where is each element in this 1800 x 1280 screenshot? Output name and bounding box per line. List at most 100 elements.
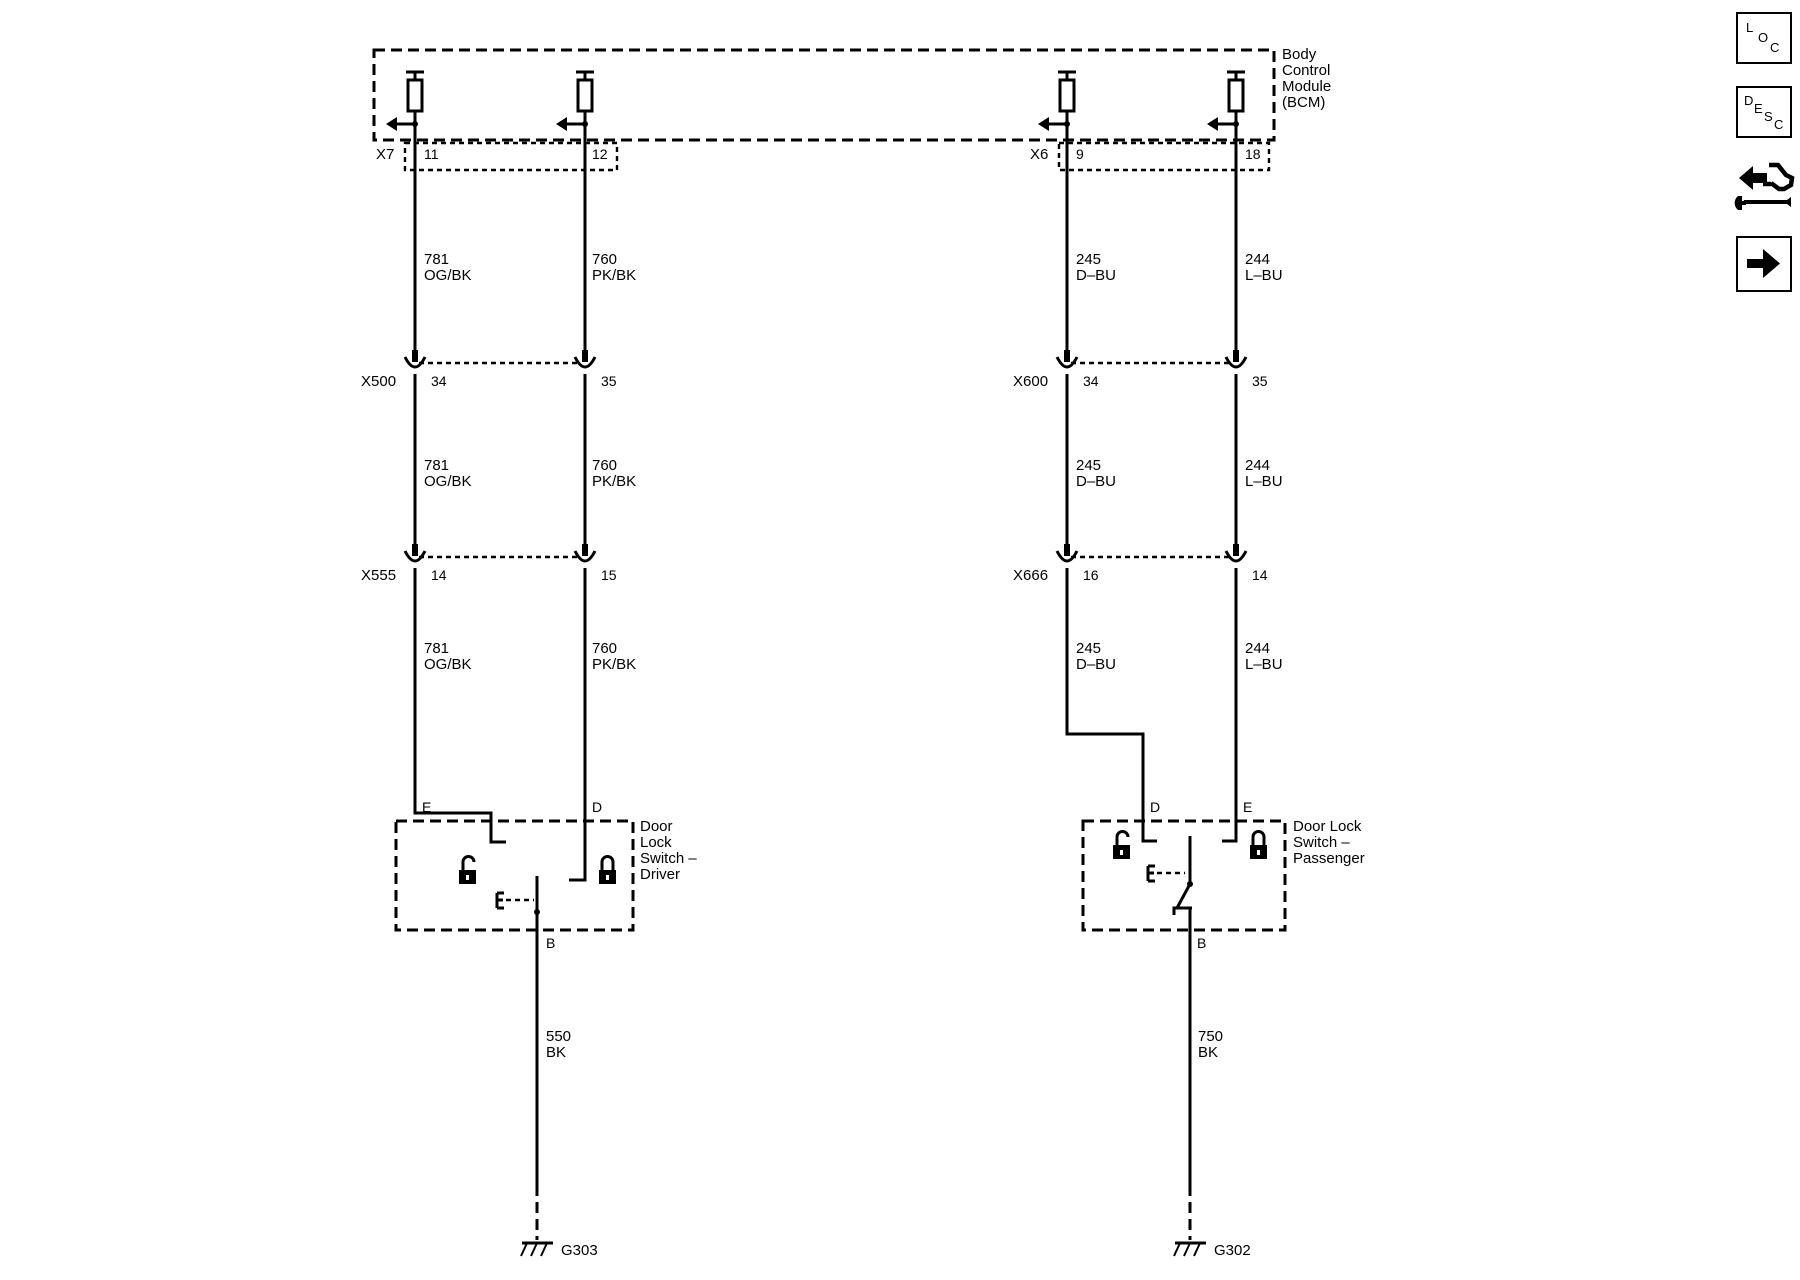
svg-text:OG/BK: OG/BK (424, 267, 472, 284)
svg-text:Switch –: Switch – (1293, 834, 1350, 851)
svg-text:PK/BK: PK/BK (592, 473, 636, 490)
driver-switch-actuator (495, 876, 540, 915)
svg-text:781: 781 (424, 457, 449, 474)
desc-letter-d: D (1744, 93, 1754, 108)
svg-text:Door: Door (640, 818, 673, 835)
svg-text:760: 760 (592, 640, 617, 657)
svg-text:D–BU: D–BU (1076, 656, 1116, 673)
desc-letter-s: S (1764, 109, 1773, 124)
next-page-button[interactable] (1736, 236, 1792, 292)
svg-text:L–BU: L–BU (1245, 656, 1283, 673)
svg-text:760: 760 (592, 251, 617, 268)
bcm-input-symbol-1 (386, 70, 424, 140)
passenger-switch-actuator (1146, 836, 1193, 915)
svg-text:750: 750 (1198, 1028, 1223, 1045)
wire-244-l-bu (1222, 140, 1238, 843)
bcm-pin-12: 12 (592, 146, 608, 162)
ground-g303-icon (520, 1241, 553, 1257)
svg-text:245: 245 (1076, 640, 1101, 657)
wire-760-pk-bk (569, 140, 587, 882)
description-button[interactable]: D E S C (1736, 86, 1792, 138)
connector-x500-label: X500 (361, 373, 396, 390)
inline-connector-x500 (403, 350, 597, 369)
svg-text:Body: Body (1282, 46, 1317, 63)
svg-text:Switch –: Switch – (640, 850, 697, 867)
desc-letter-c: C (1774, 117, 1784, 132)
svg-text:Lock: Lock (640, 834, 672, 851)
driver-switch-pin-e: E (422, 799, 431, 815)
unlock-icon (459, 855, 476, 884)
lock-icon (599, 855, 616, 884)
passenger-switch-pin-e: E (1243, 799, 1252, 815)
connector-x666-label: X666 (1013, 567, 1048, 584)
inline-connector-x555 (403, 544, 597, 563)
desc-letter-e: E (1754, 101, 1763, 116)
svg-text:Control: Control (1282, 62, 1330, 79)
bcm-module-box (372, 48, 1276, 142)
svg-text:781: 781 (424, 251, 449, 268)
loc-letter-l: L (1746, 20, 1754, 35)
lock-icon (1250, 830, 1267, 859)
driver-switch-label: Door Lock Switch – Driver (640, 818, 697, 883)
svg-text:PK/BK: PK/BK (592, 267, 636, 284)
svg-text:PK/BK: PK/BK (592, 656, 636, 673)
bcm-connector-x7-box (403, 141, 619, 172)
inline-connector-x666 (1055, 544, 1248, 563)
passenger-switch-box (1081, 819, 1287, 932)
svg-text:Module: Module (1282, 78, 1331, 95)
bcm-input-symbol-3 (1038, 70, 1076, 140)
connector-x600-pin-34: 34 (1083, 373, 1099, 389)
svg-text:L–BU: L–BU (1245, 473, 1283, 490)
ground-g302-label: G302 (1214, 1242, 1251, 1259)
connector-repair-button[interactable] (1733, 156, 1795, 218)
connector-x555-pin-15: 15 (601, 567, 617, 583)
driver-switch-box (394, 819, 635, 932)
svg-text:D–BU: D–BU (1076, 267, 1116, 284)
passenger-switch-pin-b: B (1197, 935, 1206, 951)
passenger-switch-label: Door Lock Switch – Passenger (1293, 818, 1365, 867)
driver-switch-pin-b: B (546, 935, 555, 951)
svg-text:244: 244 (1245, 457, 1270, 474)
connector-x500-pin-35: 35 (601, 373, 617, 389)
driver-switch-pin-d: D (592, 799, 602, 815)
location-button[interactable]: L O C (1736, 12, 1792, 64)
connector-x555-label: X555 (361, 567, 396, 584)
bcm-connector-x7-label: X7 (376, 146, 394, 163)
svg-text:Driver: Driver (640, 866, 680, 883)
bcm-input-symbol-2 (556, 70, 594, 140)
svg-text:L–BU: L–BU (1245, 267, 1283, 284)
svg-text:(BCM): (BCM) (1282, 94, 1325, 111)
svg-text:BK: BK (546, 1044, 566, 1061)
inline-connector-x600 (1055, 350, 1248, 369)
connector-x600-pin-35: 35 (1252, 373, 1268, 389)
svg-text:OG/BK: OG/BK (424, 473, 472, 490)
connector-x600-label: X600 (1013, 373, 1048, 390)
svg-text:245: 245 (1076, 251, 1101, 268)
svg-text:244: 244 (1245, 251, 1270, 268)
svg-text:Door Lock: Door Lock (1293, 818, 1362, 835)
connector-x500-pin-34: 34 (431, 373, 447, 389)
connector-x666-pin-14: 14 (1252, 567, 1268, 583)
svg-text:244: 244 (1245, 640, 1270, 657)
right-arrow-icon (1747, 249, 1780, 278)
bcm-pin-11: 11 (424, 146, 439, 162)
svg-text:245: 245 (1076, 457, 1101, 474)
svg-text:781: 781 (424, 640, 449, 657)
svg-text:OG/BK: OG/BK (424, 656, 472, 673)
connector-x555-pin-14: 14 (431, 567, 447, 583)
bcm-connector-x6-box (1057, 141, 1271, 172)
loc-letter-c: C (1770, 40, 1780, 55)
ground-g303-label: G303 (561, 1242, 598, 1259)
